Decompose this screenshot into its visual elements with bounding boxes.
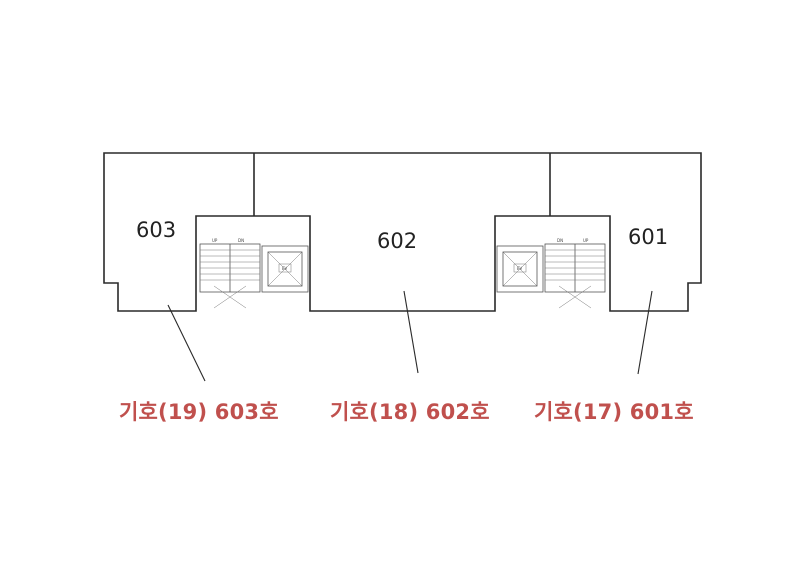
elevator-car-right <box>502 251 538 287</box>
room-label-603: 603 <box>136 218 176 242</box>
svg-text:UP: UP <box>583 238 589 243</box>
svg-text:UP: UP <box>212 238 218 243</box>
stairs-left: UP DN <box>199 238 261 309</box>
room-label-602: 602 <box>377 229 417 253</box>
stairs-right: DN UP <box>544 238 606 309</box>
elevator-shaft-left <box>261 245 309 293</box>
callout-601: 기호(17) 601호 <box>534 400 694 424</box>
building-outline <box>103 152 702 312</box>
leader-line-601 <box>637 290 653 375</box>
core-left: EV UP DN <box>199 238 309 309</box>
svg-text:DN: DN <box>238 238 244 243</box>
svg-text:EV: EV <box>517 266 523 271</box>
leader-line-602 <box>403 290 419 374</box>
elevator-shaft-right <box>496 245 544 293</box>
core-right: EV DN UP <box>496 238 606 309</box>
svg-text:DN: DN <box>557 238 563 243</box>
callout-602: 기호(18) 602호 <box>330 400 490 424</box>
svg-text:EV: EV <box>282 266 288 271</box>
elevator-car-left <box>267 251 303 287</box>
leader-line-603 <box>167 304 206 382</box>
room-label-601: 601 <box>628 225 668 249</box>
callout-603: 기호(19) 603호 <box>119 400 279 424</box>
